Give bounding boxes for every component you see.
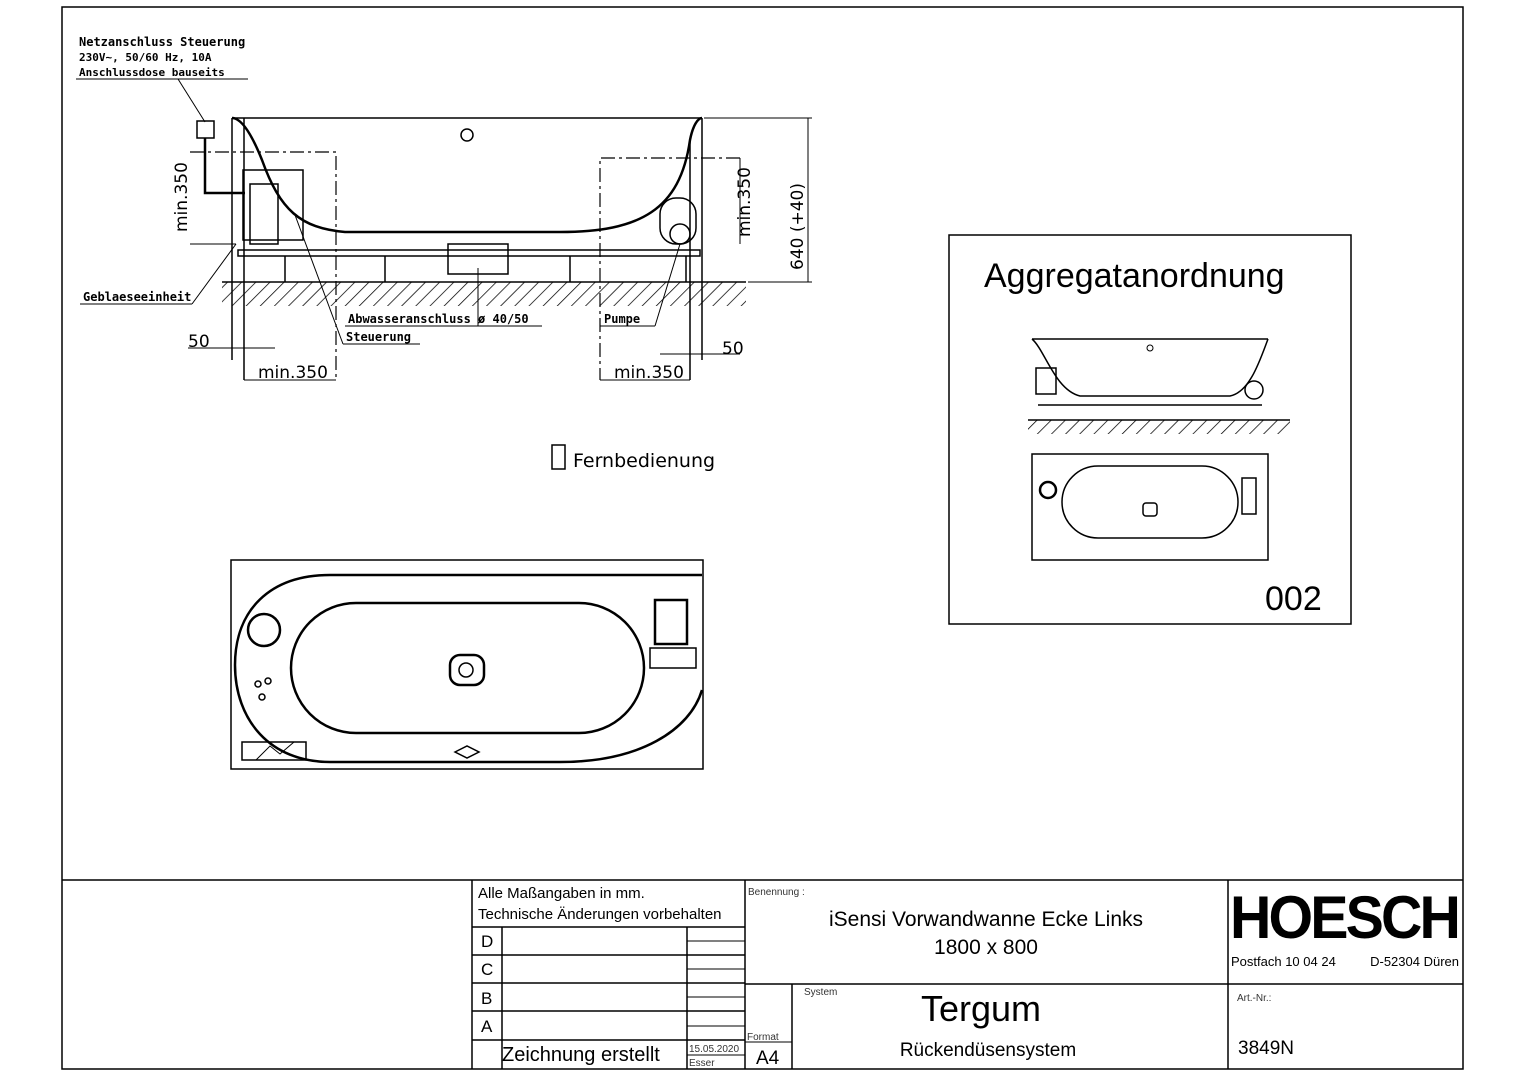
address-city: D-52304 Düren: [1370, 954, 1459, 969]
revision-b: B: [481, 989, 492, 1008]
label-drain: Abwasseranschluss ø 40/50: [348, 312, 529, 326]
dim-left-offset: 50: [188, 332, 210, 352]
revision-c: C: [481, 960, 493, 979]
remote-icon: [551, 444, 566, 470]
dim-left-width: min.350: [258, 363, 328, 383]
art-number: 3849N: [1238, 1038, 1294, 1059]
socket-icon: [196, 120, 215, 139]
side-view: Netzanschluss Steuerung 230V~, 50/60 Hz,…: [76, 35, 812, 383]
product-size: 1800 x 800: [934, 936, 1038, 959]
dim-right-height: min.350: [735, 167, 755, 237]
dim-right-offset: 50: [722, 339, 744, 359]
system-desc: Rückendüsensystem: [900, 1040, 1076, 1061]
dim-right-width: min.350: [614, 363, 684, 383]
aggregate-number: 002: [1265, 580, 1322, 618]
label-remote: Fernbedienung: [573, 450, 715, 472]
system-name: Tergum: [921, 988, 1041, 1029]
aggregate-title: Aggregatanordnung: [984, 257, 1285, 295]
dim-total-height: 640 (+40): [788, 183, 808, 270]
note-units: Alle Maßangaben in mm.: [478, 885, 645, 902]
label-socket: Anschlussdose bauseits: [79, 66, 225, 79]
dim-left-height: min.350: [172, 162, 192, 232]
revision-a: A: [481, 1017, 493, 1036]
created-date: 15.05.2020: [689, 1044, 739, 1055]
label-power: Netzanschluss Steuerung: [79, 35, 245, 49]
format-value: A4: [756, 1048, 780, 1069]
title-block: Alle Maßangaben in mm. Technische Änderu…: [62, 879, 1463, 1069]
plan-view: [230, 559, 704, 770]
art-label: Art.-Nr.:: [1237, 993, 1271, 1004]
format-label: Format: [747, 1032, 779, 1043]
system-label: System: [804, 987, 837, 998]
benennung-label: Benennung :: [748, 887, 805, 898]
drawing-frame: [61, 6, 1464, 1070]
label-blower: Geblaeseeinheit: [83, 290, 191, 304]
note-changes: Technische Änderungen vorbehalten: [478, 906, 722, 923]
created-label: Zeichnung erstellt: [502, 1044, 660, 1066]
address-po: Postfach 10 04 24: [1231, 954, 1336, 969]
revision-d: D: [481, 932, 493, 951]
floor-hatch: [222, 282, 746, 306]
drain-icon: [448, 653, 486, 687]
label-voltage: 230V~, 50/60 Hz, 10A: [79, 51, 212, 64]
product-name: iSensi Vorwandwanne Ecke Links: [829, 908, 1143, 931]
created-by: Esser: [689, 1058, 715, 1069]
brand-logo: HOESCH: [1230, 884, 1458, 951]
label-pump: Pumpe: [604, 312, 640, 326]
label-control: Steuerung: [346, 330, 411, 344]
aggregate-box: Aggregatanordnung 002: [948, 234, 1352, 625]
